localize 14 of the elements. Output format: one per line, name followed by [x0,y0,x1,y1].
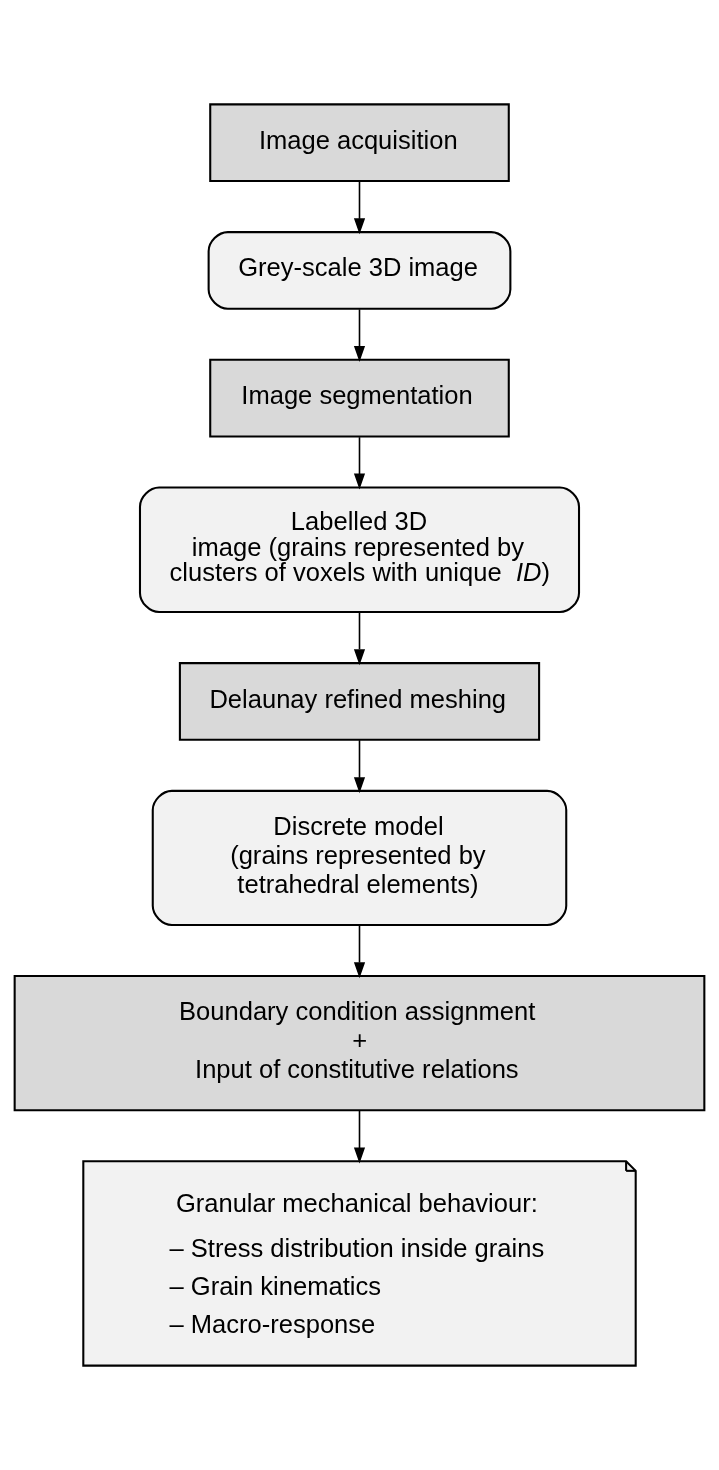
arrow [353,739,366,794]
arrow [353,180,366,235]
node-box: Image acquisition [209,103,510,183]
arrow [353,1109,366,1164]
node-box: Image segmentation [209,358,510,438]
arrow [353,308,366,363]
node-box: Boundary condition assignment + Input of constitutive relations [13,975,706,1112]
arrow [353,611,366,666]
arrow [353,436,366,490]
node-box: Delaunay refined meshing [178,662,541,741]
arrow [353,924,366,979]
node-box: Labelled 3D image (grains represented by clusters of voxels with unique ID) [138,486,581,614]
node-box: Discrete model (grains represented by tetrahedral elements) [151,789,568,926]
node-box: Grey-scale 3D image [207,231,512,310]
